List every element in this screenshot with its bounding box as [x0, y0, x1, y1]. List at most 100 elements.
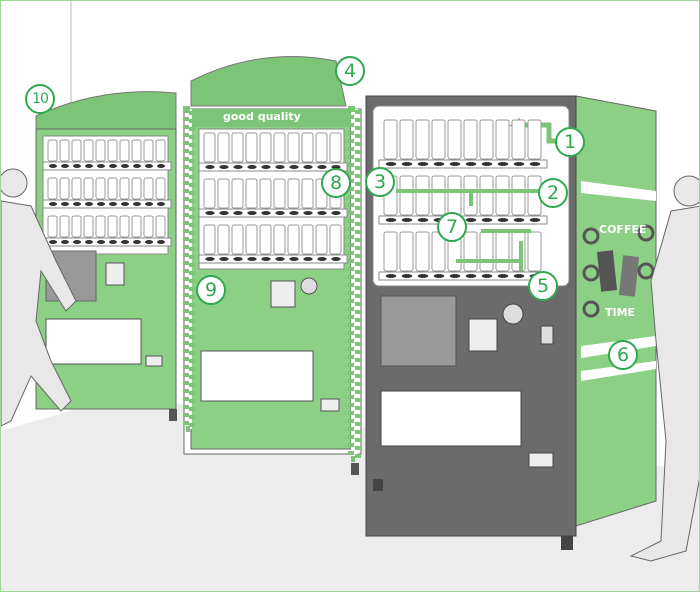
shelf	[198, 208, 348, 218]
bottle	[47, 139, 58, 162]
bottle	[431, 175, 446, 216]
select-button	[133, 240, 141, 244]
select-button	[233, 211, 243, 215]
select-button	[465, 274, 477, 278]
bottle	[447, 175, 462, 216]
select-button	[261, 211, 271, 215]
select-button	[289, 165, 299, 169]
bottle	[155, 177, 166, 200]
bottle	[495, 175, 510, 216]
select-button	[289, 257, 299, 261]
select-button	[157, 202, 165, 206]
select-button	[97, 164, 105, 168]
select-button	[317, 211, 327, 215]
bottle	[463, 231, 478, 272]
select-button	[61, 202, 69, 206]
person-standing-right	[629, 175, 699, 562]
select-button	[219, 211, 229, 215]
bottle	[59, 177, 70, 200]
select-button	[205, 165, 215, 169]
select-button	[85, 164, 93, 168]
select-button	[145, 202, 153, 206]
select-button	[513, 218, 525, 222]
bottle	[415, 231, 430, 272]
select-button	[73, 164, 81, 168]
select-button	[401, 274, 413, 278]
bottle	[511, 175, 526, 216]
callout-3: 3	[365, 167, 395, 197]
select-button	[275, 257, 285, 261]
select-button	[465, 218, 477, 222]
bottle	[143, 177, 154, 200]
select-button	[303, 165, 313, 169]
select-button	[481, 274, 493, 278]
select-button	[157, 164, 165, 168]
callout-6: 6	[608, 340, 638, 370]
select-button	[401, 162, 413, 166]
select-button	[133, 202, 141, 206]
select-button	[449, 274, 461, 278]
bottle	[431, 119, 446, 160]
bottle	[83, 139, 94, 162]
bottle	[143, 139, 154, 162]
select-button	[49, 240, 57, 244]
select-button	[219, 257, 229, 261]
bottle	[479, 175, 494, 216]
select-button	[109, 202, 117, 206]
shelf	[42, 161, 172, 171]
select-button	[481, 162, 493, 166]
select-button	[385, 274, 397, 278]
select-button	[317, 257, 327, 261]
select-button	[449, 162, 461, 166]
bottle	[399, 119, 414, 160]
select-button	[497, 218, 509, 222]
bottle	[47, 177, 58, 200]
select-button	[49, 164, 57, 168]
select-button	[145, 164, 153, 168]
bottle	[203, 224, 216, 255]
bottle	[71, 215, 82, 238]
select-button	[331, 211, 341, 215]
bottle	[83, 215, 94, 238]
bottle	[399, 175, 414, 216]
vending-machine-left	[35, 91, 177, 421]
select-button	[247, 257, 257, 261]
bottle	[259, 132, 272, 163]
select-button	[49, 202, 57, 206]
bottle	[301, 178, 314, 209]
select-button	[417, 218, 429, 222]
bottle	[479, 231, 494, 272]
callout-5: 5	[528, 271, 558, 301]
bottle	[71, 139, 82, 162]
bottle	[131, 139, 142, 162]
bottle	[59, 139, 70, 162]
select-button	[529, 218, 541, 222]
select-button	[433, 162, 445, 166]
select-button	[145, 240, 153, 244]
bottle	[273, 178, 286, 209]
bottle	[273, 132, 286, 163]
callout-1: 1	[555, 127, 585, 157]
select-button	[433, 274, 445, 278]
bottle	[259, 224, 272, 255]
bottle	[217, 132, 230, 163]
select-button	[513, 162, 525, 166]
bottle	[329, 224, 342, 255]
bottle	[383, 231, 398, 272]
shelf	[378, 159, 548, 169]
callout-2: 2	[538, 178, 568, 208]
good-quality-sign: good quality	[223, 110, 301, 123]
select-button	[97, 240, 105, 244]
select-button	[247, 211, 257, 215]
callout-9: 9	[196, 275, 226, 305]
bottle	[95, 215, 106, 238]
bottle	[119, 177, 130, 200]
callout-10: 10	[25, 84, 55, 114]
bottle	[447, 119, 462, 160]
bottle	[217, 178, 230, 209]
select-button	[73, 240, 81, 244]
bottle	[47, 215, 58, 238]
bottle	[511, 231, 526, 272]
bottle	[95, 139, 106, 162]
select-button	[417, 162, 429, 166]
